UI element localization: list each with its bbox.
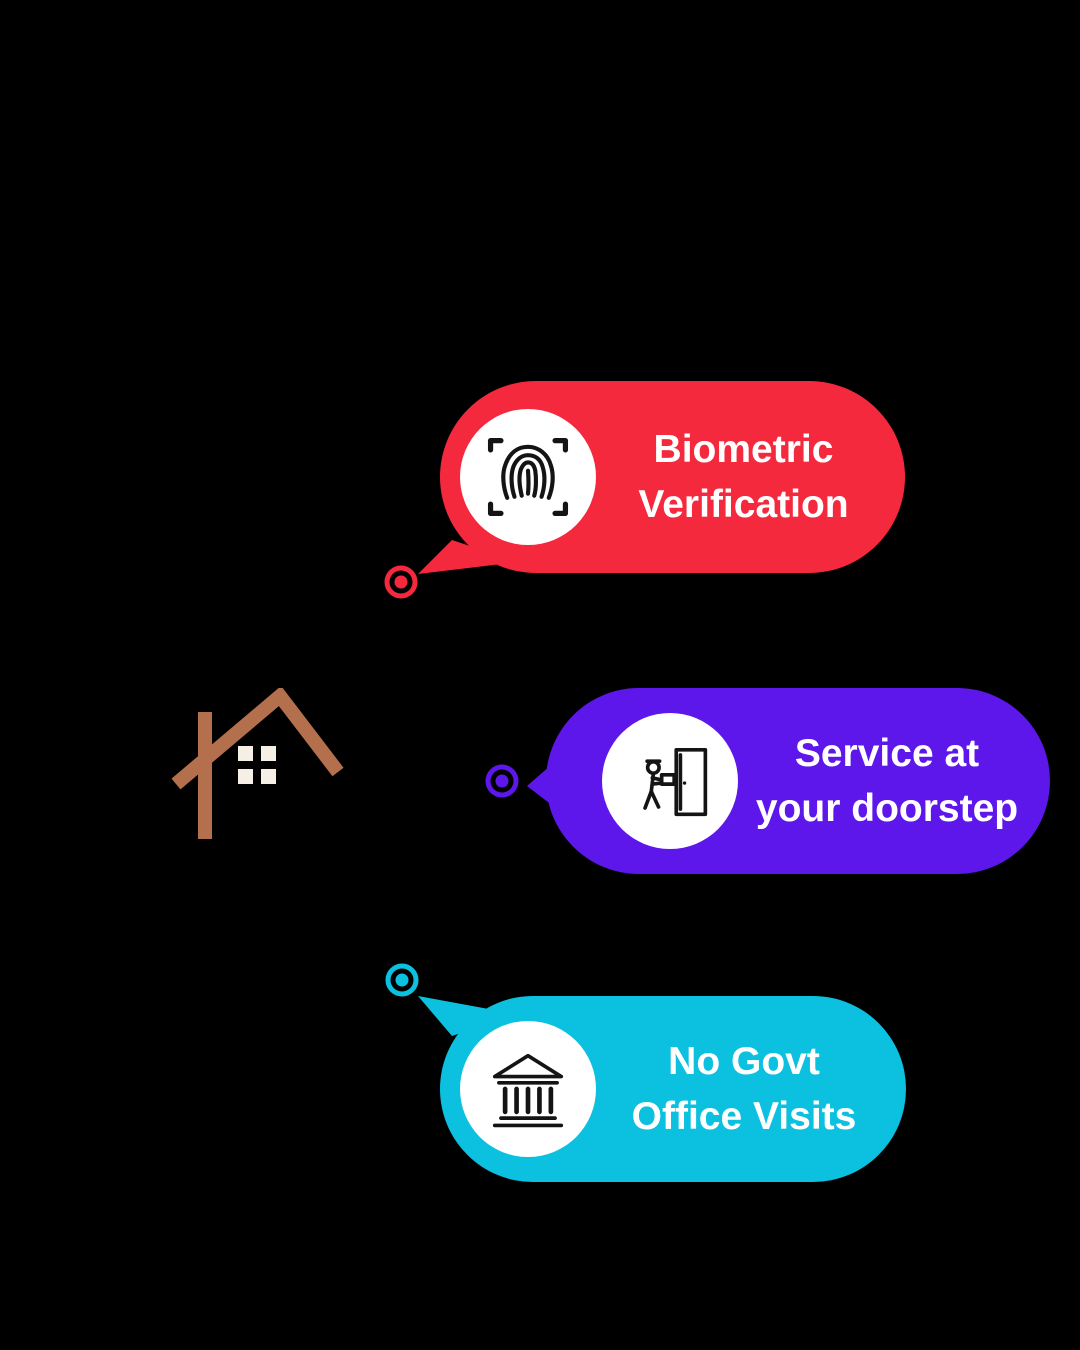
callout-biometric-verification: Biometric Verification: [440, 381, 905, 573]
biometric-label: Biometric Verification: [596, 422, 905, 533]
house-logo-graphic: [171, 685, 344, 839]
fingerprint-icon: [487, 438, 569, 516]
govt-label: No Govt Office Visits: [596, 1034, 906, 1145]
callout-line2: your doorstep: [755, 787, 1019, 830]
house-logo: [168, 685, 346, 846]
govt-icon-circle: [460, 1021, 596, 1157]
callout-doorstep-service: Service at your doorstep: [546, 688, 1050, 874]
callout-line2: Verification: [638, 483, 849, 526]
callout-line1: No Govt: [668, 1039, 820, 1083]
doorstep-node-dot: [485, 764, 519, 798]
house-window: [238, 746, 276, 784]
callout-line1: Biometric: [653, 427, 834, 471]
house-outline: [171, 685, 344, 839]
doorstep-label: Service at your doorstep: [738, 726, 1050, 837]
doorstep-icon-circle: [602, 713, 738, 849]
biometric-node-dot: [384, 565, 418, 599]
callout-line2: Office Visits: [631, 1095, 857, 1138]
callout-no-govt-office-visits: No Govt Office Visits: [440, 996, 906, 1182]
govt-building-icon: [492, 1053, 564, 1128]
biometric-icon-circle: [460, 409, 596, 545]
govt-node-dot: [385, 963, 419, 997]
callout-line1: Service at: [794, 731, 980, 775]
door-delivery-icon: [643, 747, 708, 817]
